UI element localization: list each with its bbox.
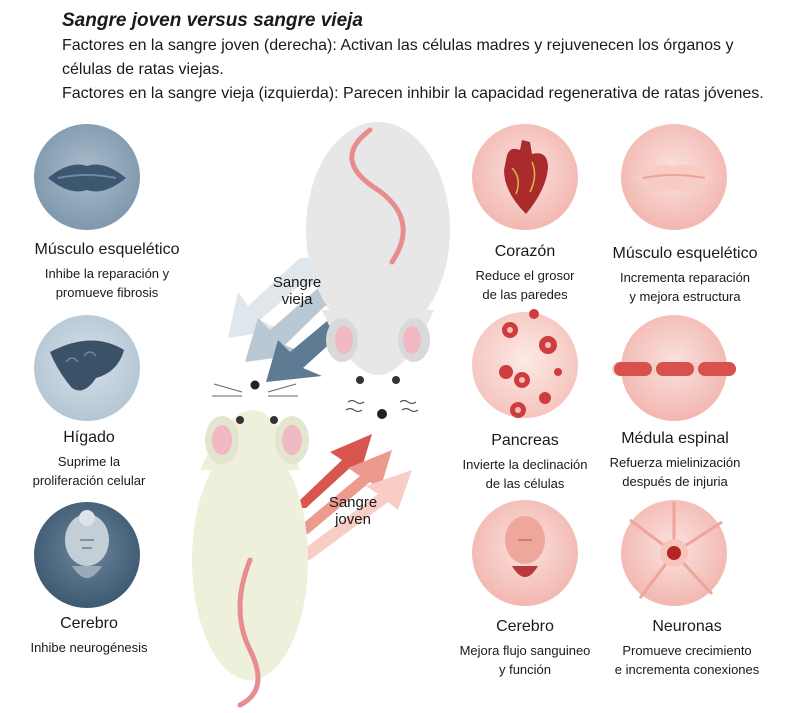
label-spinal-cord: Médula espinal Refuerza mielinización de… [590,429,760,491]
description-line: e incrementa conexiones [614,662,760,677]
description-line: Inhibe neurogénesis [30,640,148,655]
description-line: Mejora flujo sanguineo [459,643,591,658]
description-line: Incrementa reparación [619,270,751,285]
organ-description: Invierte la declinación de las células [445,455,605,493]
organ-name: Músculo esquelético [612,245,758,262]
description-line: Suprime la [57,454,121,469]
young-rat [192,380,309,708]
organ-description: Incrementa reparación y mejora estructur… [590,268,780,306]
label-left-liver: Hígado Suprime la proliferación celular [7,428,171,490]
figure-title: Sangre joven versus sangre vieja [62,10,363,31]
old-blood-label-line-1: Sangre [272,274,322,291]
young-blood-label: Sangre joven [318,494,388,528]
pancreas-icon [472,309,578,418]
heart-icon [472,124,578,230]
old-rat [306,122,450,419]
muscle-icon [621,124,727,230]
young-blood-label-line-2: joven [335,511,371,528]
description-line: Promueve crecimiento [622,643,752,658]
label-right-brain: Cerebro Mejora flujo sanguineo y función [445,617,605,679]
header: Sangre joven versus sangre vieja Factore… [62,8,792,106]
young-blood-arrows [292,434,412,560]
liver-icon [34,315,140,421]
label-pancreas: Pancreas Invierte la declinación de las … [445,431,605,493]
old-blood-label-line-2: vieja [281,291,313,308]
organ-description: Reduce el grosor de las paredes [445,266,605,304]
description-line: de las paredes [482,287,568,302]
organ-description: Inhibe neurogénesis [7,638,171,657]
organ-description: Mejora flujo sanguineo y función [445,641,605,679]
organ-description: Promueve crecimiento e incrementa conexi… [594,641,780,679]
organ-name: Cerebro [496,618,554,635]
intro-line-1: Factores en la sangre joven (derecha): A… [62,37,734,54]
description-line: Invierte la declinación [462,457,588,472]
description-line: y función [498,662,552,677]
organ-name: Músculo esquelético [34,241,180,258]
description-line: y mejora estructura [629,289,741,304]
description-line: después de injuria [622,474,728,489]
young-blood-label-line-1: Sangre [328,494,378,511]
description-line: proliferación celular [32,473,146,488]
brain-icon [34,502,140,608]
description-line: Inhibe la reparación y [44,266,170,281]
description-line: promueve fibrosis [55,285,159,300]
label-left-muscle: Músculo esquelético Inhibe la reparación… [7,240,207,302]
description-line: Refuerza mielinización [609,455,741,470]
organ-name: Corazón [494,243,556,260]
description-line: Reduce el grosor [475,268,575,283]
intro-line-3: Factores en la sangre vieja (izquierda):… [62,85,764,102]
label-neurons: Neuronas Promueve crecimiento e incremen… [594,617,780,679]
muscle-icon [34,124,140,230]
description-line: de las células [485,476,565,491]
label-left-brain: Cerebro Inhibe neurogénesis [7,614,171,657]
label-right-muscle: Músculo esquelético Incrementa reparació… [590,244,780,306]
organ-description: Refuerza mielinización después de injuri… [590,453,760,491]
old-blood-label: Sangre vieja [262,274,332,308]
label-heart: Corazón Reduce el grosor de las paredes [445,242,605,304]
brain-icon [472,500,578,606]
spinal-cord-icon [612,315,736,421]
organ-description: Suprime la proliferación celular [7,452,171,490]
organ-name: Hígado [63,429,115,446]
intro-line-2: células de ratas viejas. [62,61,224,78]
neuron-icon [621,500,727,606]
organ-name: Médula espinal [621,430,729,447]
organ-name: Neuronas [652,618,722,635]
organ-name: Cerebro [60,615,118,632]
organ-description: Inhibe la reparación y promueve fibrosis [7,264,207,302]
organ-name: Pancreas [491,432,559,449]
